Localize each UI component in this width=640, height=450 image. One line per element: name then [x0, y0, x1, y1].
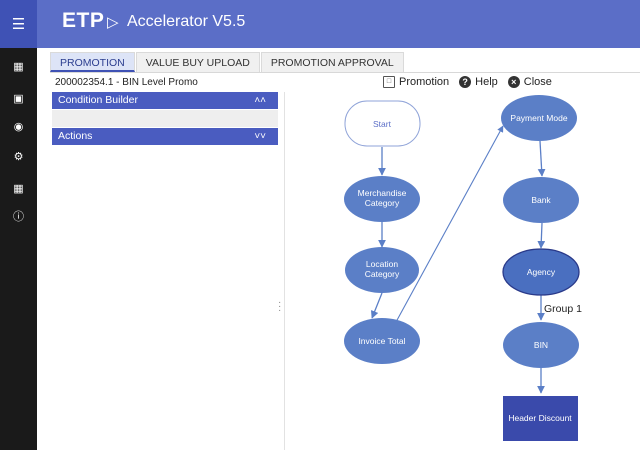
- sidebar: ▦ ▣ ◉ ⚙ ▦ ⓘ: [0, 48, 37, 450]
- node-bin[interactable]: BIN: [503, 322, 579, 368]
- node-merchandise-category[interactable]: Merchandise Category: [344, 176, 420, 222]
- brand-arrow-icon: ▷: [107, 14, 119, 31]
- node-bank[interactable]: Bank: [503, 177, 579, 223]
- node-start-label: Start: [373, 119, 392, 129]
- close-icon: ×: [507, 76, 520, 88]
- node-invoice-label: Invoice Total: [358, 336, 405, 346]
- node-header-discount-label: Header Discount: [508, 413, 572, 423]
- node-invoice-total[interactable]: Invoice Total: [344, 318, 420, 364]
- promotion-doc-icon: □: [383, 76, 395, 88]
- close-button-label: Close: [523, 76, 552, 88]
- hamburger-icon[interactable]: ☰: [0, 0, 37, 48]
- panel-splitter[interactable]: [284, 92, 285, 450]
- tab-divider: [50, 72, 640, 73]
- record-title: 200002354.1 - BIN Level Promo: [55, 77, 198, 88]
- briefcase-icon[interactable]: ▣: [13, 92, 24, 105]
- collapse-up-icon[interactable]: ˄˄: [254, 95, 266, 106]
- help-icon: ?: [459, 76, 472, 88]
- top-bar: ☰ ETP ▷ Accelerator V5.5: [0, 0, 640, 48]
- app-title: Accelerator V5.5: [127, 13, 246, 30]
- node-agency-label: Agency: [527, 267, 556, 277]
- condition-builder-title: Condition Builder: [58, 94, 138, 106]
- help-button-label: Help: [475, 76, 498, 88]
- tab-value-buy-upload[interactable]: VALUE BUY UPLOAD: [135, 52, 260, 72]
- tab-promotion[interactable]: PROMOTION: [50, 52, 135, 72]
- condition-builder-header[interactable]: Condition Builder ˄˄: [52, 92, 278, 109]
- edge-invoice-payment: [395, 125, 504, 323]
- edge-location-invoice: [370, 292, 383, 319]
- node-payment-mode[interactable]: Payment Mode: [501, 95, 577, 141]
- tab-promotion-approval[interactable]: PROMOTION APPROVAL: [260, 52, 404, 72]
- node-bin-label: BIN: [534, 340, 548, 350]
- node-payment-label: Payment Mode: [510, 113, 567, 123]
- node-location-label-1: Location: [366, 259, 398, 269]
- edge-payment-bank: [537, 140, 546, 177]
- node-merch-label-2: Category: [365, 198, 400, 208]
- node-location-category[interactable]: Location Category: [345, 247, 419, 293]
- tab-bar: PROMOTION VALUE BUY UPLOAD PROMOTION APP…: [50, 52, 405, 72]
- edge-bank-agency: [537, 222, 546, 249]
- table-icon[interactable]: ▦: [13, 182, 24, 195]
- close-button[interactable]: × Close: [507, 76, 552, 88]
- promotion-button[interactable]: □ Promotion: [383, 76, 449, 88]
- toolbar: □ Promotion ? Help × Close: [383, 76, 562, 88]
- expand-down-icon[interactable]: ˅˅: [254, 131, 266, 142]
- node-agency[interactable]: Agency: [502, 248, 580, 296]
- splitter-handle-icon[interactable]: ···: [278, 297, 282, 316]
- actions-title: Actions: [58, 130, 93, 142]
- node-bank-label: Bank: [531, 195, 551, 205]
- node-merch-label-1: Merchandise: [358, 188, 407, 198]
- node-location-label-2: Category: [365, 269, 400, 279]
- gears-icon[interactable]: ⚙: [13, 150, 24, 163]
- node-start[interactable]: Start: [344, 100, 421, 147]
- help-button[interactable]: ? Help: [459, 76, 498, 88]
- users-icon[interactable]: ◉: [13, 120, 24, 133]
- group-label: Group 1: [544, 303, 582, 315]
- info-icon[interactable]: ⓘ: [13, 211, 24, 223]
- grid-icon[interactable]: ▦: [13, 60, 24, 73]
- actions-header[interactable]: Actions ˅˅: [52, 128, 278, 145]
- condition-builder-body: [52, 110, 278, 127]
- brand-logo: ETP: [62, 9, 105, 32]
- promotion-button-label: Promotion: [399, 76, 450, 88]
- node-header-discount[interactable]: Header Discount: [503, 396, 578, 441]
